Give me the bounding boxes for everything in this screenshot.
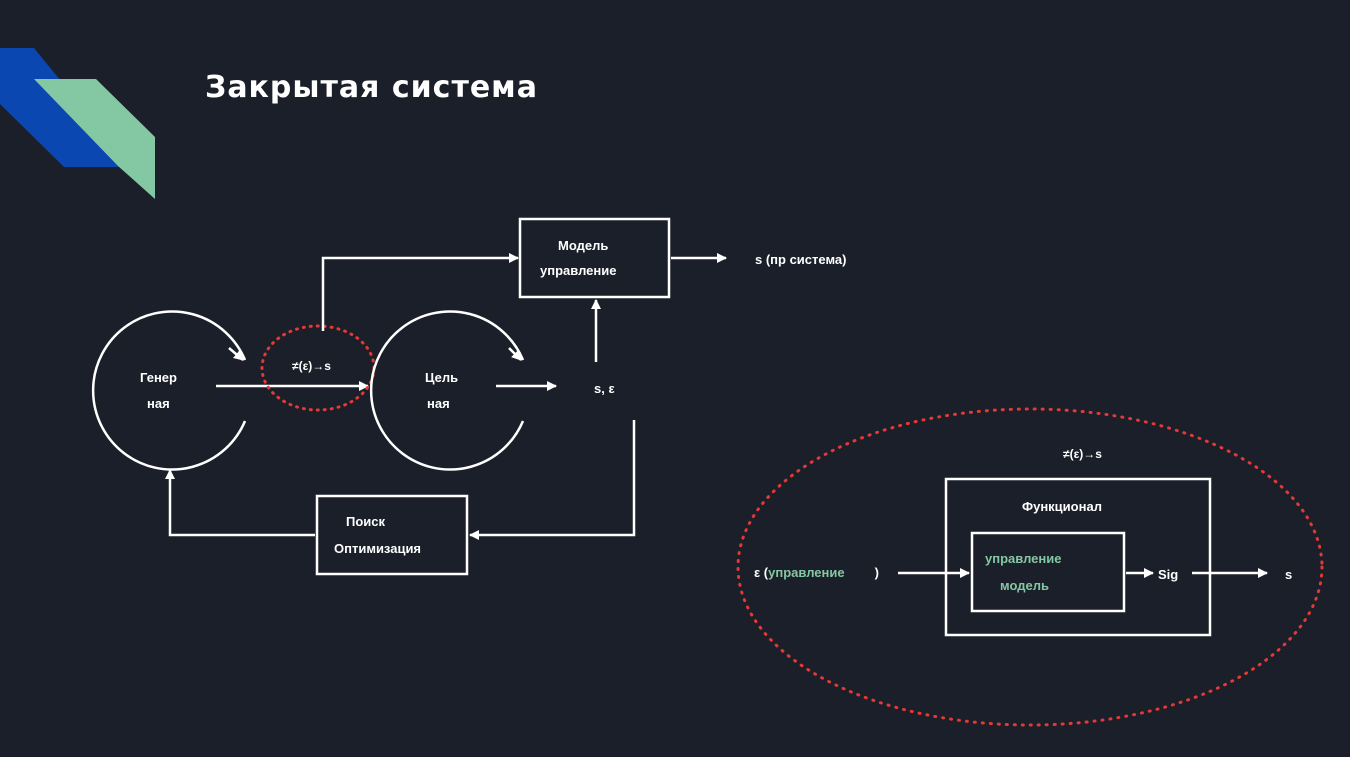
module-box: [518, 217, 671, 299]
feedback-label-line1: Поиск: [346, 514, 386, 529]
detail-output-end-label: s: [1285, 567, 1292, 582]
detail-input-highlight: управление: [768, 565, 844, 580]
detail-input-prefix: ε (: [754, 565, 769, 580]
corner-stripe-green: [34, 79, 155, 199]
detail-input-suffix: ): [875, 565, 879, 580]
target-label-line1: Цель: [425, 370, 458, 385]
feedback-to-generator-arrow: [165, 469, 315, 537]
transform-label: ≠(ε)→s: [292, 359, 331, 373]
state-to-feedback-arrow: [469, 420, 636, 540]
feedback-label-line2: Оптимизация: [334, 541, 421, 556]
detail-inner-label-line2: модель: [1000, 578, 1049, 593]
generator-label-line1: Генер: [140, 370, 177, 385]
detail-output-mid-label: Sig: [1158, 567, 1178, 582]
target-loop: [369, 310, 525, 471]
detail-inner-box: [970, 531, 1126, 613]
detail-input-label: ε (управление): [754, 565, 879, 580]
detail-top-label: ≠(ε)→s: [1063, 447, 1102, 461]
module-label-line2: управление: [540, 263, 616, 278]
detail-inner-label-line1: управление: [985, 551, 1061, 566]
output-label: s (пр система): [755, 252, 846, 267]
branch-to-module-arrow: [321, 253, 519, 331]
detail-outer-label: Функционал: [1022, 499, 1102, 514]
generator-label-line2: ная: [147, 396, 170, 411]
detail-outer-box: [944, 477, 1212, 637]
slide-title: Закрытая система: [205, 70, 538, 105]
module-label-line1: Модель: [558, 238, 608, 253]
detail-highlight: [736, 407, 1324, 727]
feedback-box: [315, 494, 469, 576]
target-loop-arrow: [508, 347, 522, 361]
state-label: s, ε: [594, 381, 615, 396]
generator-loop-arrow: [228, 347, 244, 361]
generator-loop: [91, 310, 247, 471]
target-label-line2: ная: [427, 396, 450, 411]
